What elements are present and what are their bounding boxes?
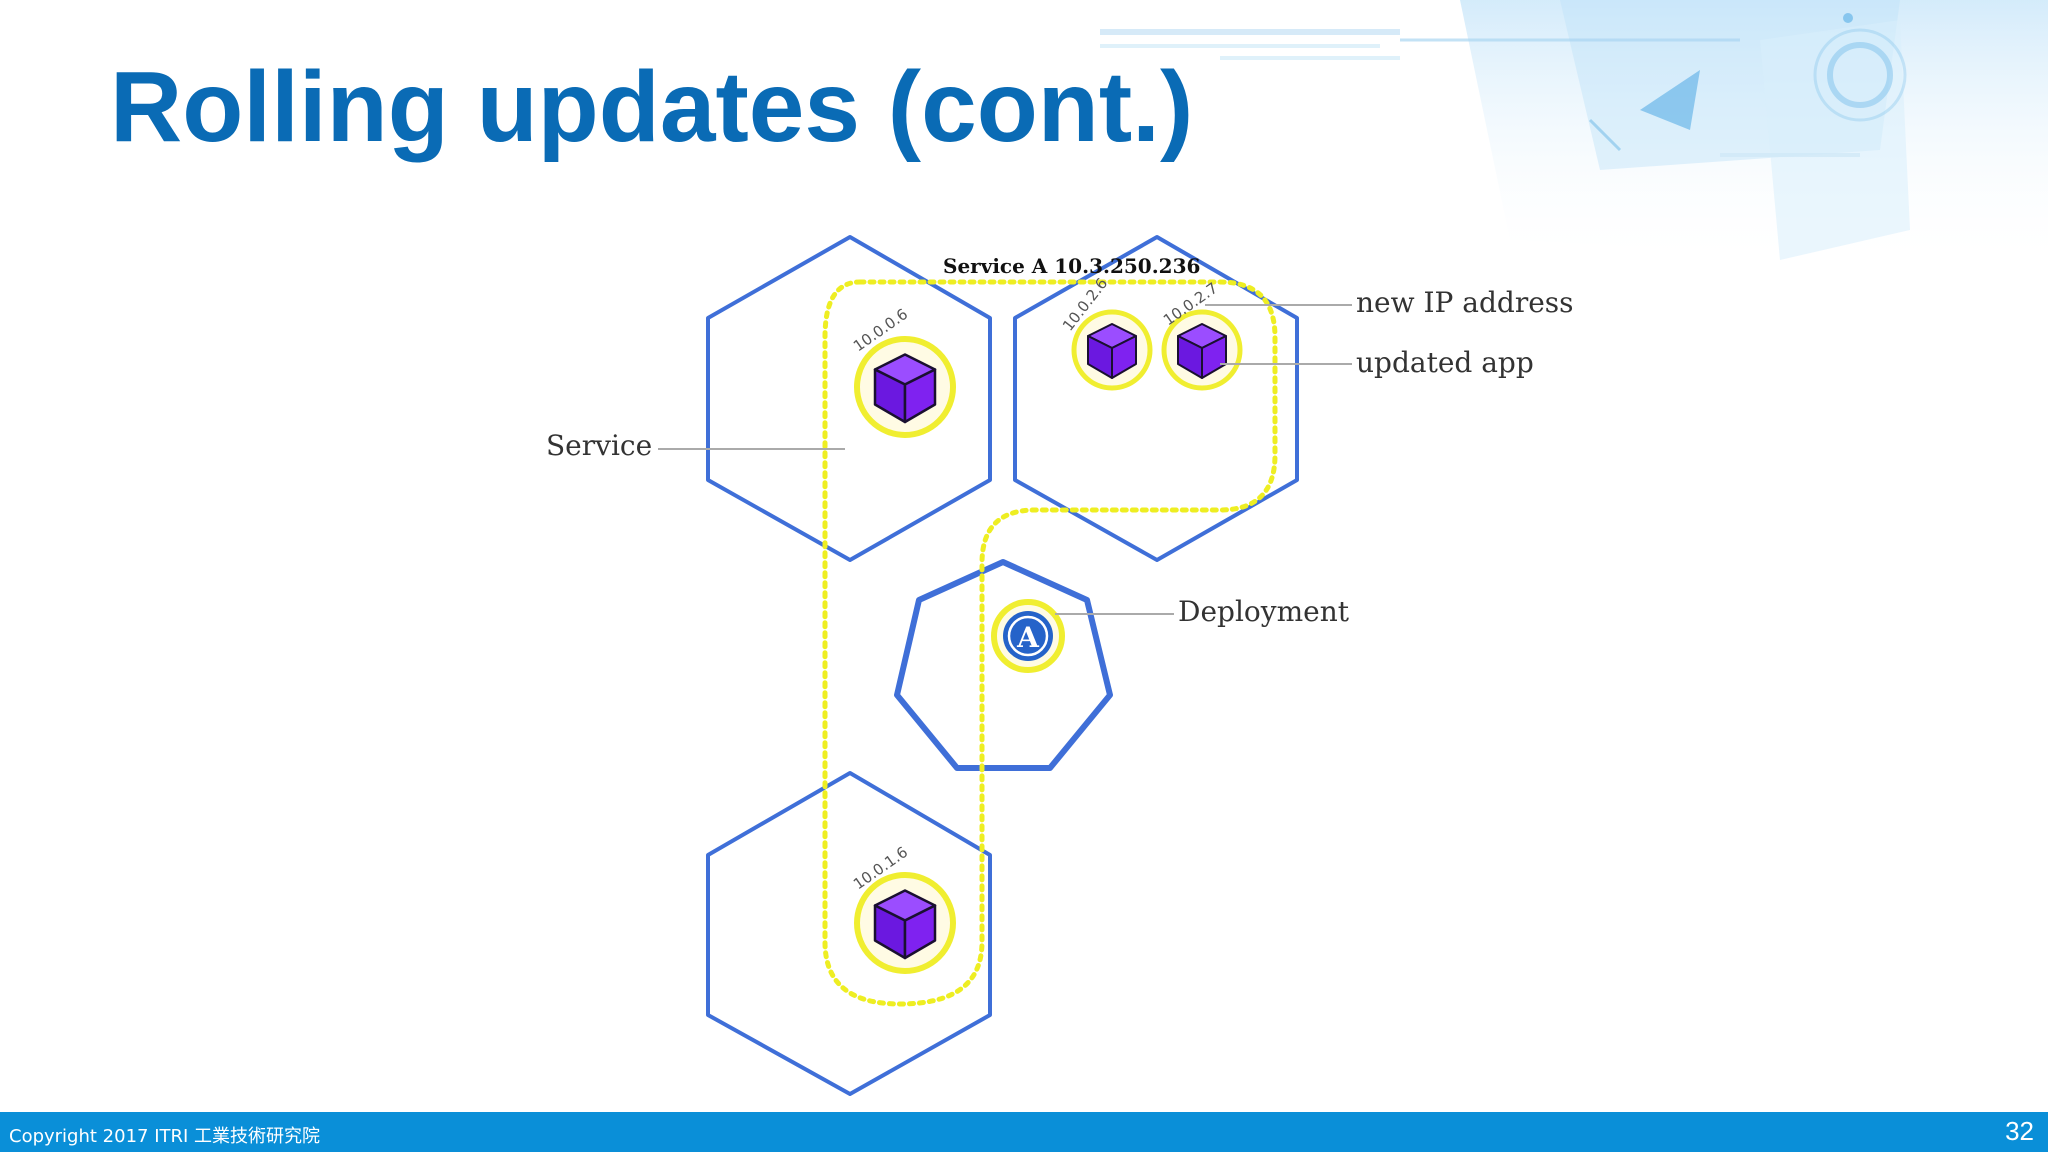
pod-3: 10.0.2.7 [1160, 279, 1243, 391]
deployment-heptagon [894, 559, 1113, 771]
footer-bar: Copyright 2017 ITRI 工業技術研究院 32 [0, 1112, 2048, 1152]
node-hexagon-3 [706, 771, 992, 1096]
pod-1: 10.0.0.6 [850, 305, 956, 438]
new-ip-label: new IP address [1356, 286, 1574, 319]
page-number: 32 [2005, 1116, 2034, 1146]
deployment-badge-letter: A [1016, 621, 1040, 654]
pod-2: 10.0.2.6 [1059, 274, 1153, 391]
service-boundary [822, 279, 1278, 1007]
service-title: Service A 10.3.250.236 [943, 254, 1200, 278]
node-hexagon-2 [1013, 235, 1299, 562]
updated-app-label: updated app [1356, 346, 1534, 379]
slide-title: Rolling updates (cont.) [110, 51, 1194, 163]
service-label: Service [546, 429, 652, 462]
copyright-text: Copyright 2017 ITRI 工業技術研究院 [9, 1126, 321, 1147]
deployment-icon: A [991, 599, 1065, 673]
node-hexagon-1 [706, 235, 992, 562]
pod-4: 10.0.1.6 [850, 843, 956, 974]
deployment-label: Deployment [1178, 595, 1350, 628]
